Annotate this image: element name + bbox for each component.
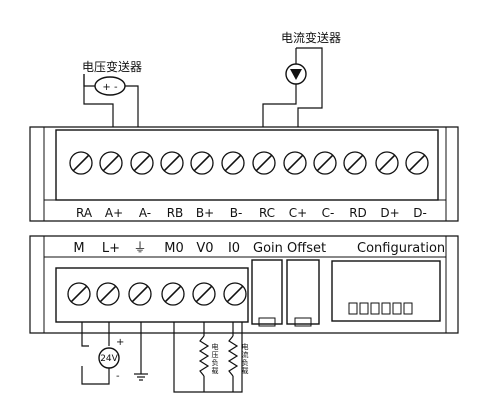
psu-wire-return	[81, 366, 110, 385]
upper-terminal-screw-10	[343, 151, 367, 175]
current-transmitter: 电流变送器	[262, 30, 341, 127]
offset-potentiometer[interactable]	[286, 259, 320, 327]
lower-terminal-screw-4	[161, 282, 185, 306]
upper-terminal-screw-7	[252, 151, 276, 175]
dip-switch-slot-6	[403, 302, 413, 315]
upper-terminal-screw-8	[283, 151, 307, 175]
lower-terminal-label-3: ⏚	[133, 241, 146, 256]
upper-terminal-label-5: B+	[196, 206, 214, 220]
offset-pot-housing	[286, 259, 320, 325]
current-load-resistor-icon	[227, 335, 239, 377]
voltage-wire-lead	[83, 74, 95, 87]
lower-terminal-screw-5	[192, 282, 216, 306]
lower-terminal-screw-3	[128, 282, 152, 306]
dip-switch-slot-2	[359, 302, 369, 315]
load-common-loop	[173, 322, 243, 393]
psu-24v-symbol	[98, 347, 120, 369]
current-source-arrow-icon	[290, 69, 302, 80]
lower-terminal-screw-2	[96, 282, 120, 306]
gain-pot-housing	[251, 259, 283, 325]
current-wire-output	[262, 84, 297, 127]
upper-terminal-label-8: C+	[289, 206, 307, 220]
load-label-1: 电压负载	[211, 342, 219, 375]
upper-terminal-screw-4	[160, 151, 184, 175]
lower-terminal-label-1: M	[73, 241, 84, 256]
lower-terminal-labels: M L+ ⏚ M0 V0 I0	[73, 241, 240, 256]
lower-terminal-label-5: V0	[196, 241, 213, 256]
voltage-source-symbol	[94, 76, 126, 96]
dip-switch-slot-1	[348, 302, 358, 315]
psu-wire-plus-top	[81, 322, 89, 347]
upper-terminal-screw-12	[405, 151, 429, 175]
voltage-transmitter-label: 电压变送器	[82, 59, 142, 74]
upper-terminal-screw-6	[221, 151, 245, 175]
psu-minus-sign: -	[116, 371, 120, 382]
upper-screw-row	[69, 151, 429, 175]
upper-terminal-label-9: C-	[322, 206, 335, 220]
gain-pot-knob	[258, 317, 276, 327]
lower-terminal-screw-6	[223, 282, 247, 306]
voltage-source-polarity: + -	[102, 82, 118, 93]
upper-terminal-label-12: D-	[413, 206, 427, 220]
bottom-wiring: 24V + - 电压负载 电流负载	[81, 322, 249, 393]
dip-switch-slots	[348, 302, 413, 315]
configuration-dip-switch[interactable]	[331, 260, 441, 322]
configuration-label: Configuration	[357, 241, 445, 256]
upper-terminal-label-3: A-	[139, 206, 151, 220]
dip-switch-slot-5	[392, 302, 402, 315]
lower-screw-row	[67, 282, 247, 306]
lower-terminal-label-6: I0	[228, 241, 240, 256]
lower-terminal-label-4: M0	[164, 241, 184, 256]
dip-switch-slot-3	[370, 302, 380, 315]
lower-terminal-screw-1	[67, 282, 91, 306]
upper-terminal-screw-11	[375, 151, 399, 175]
upper-terminal-screw-2	[99, 151, 123, 175]
upper-terminal-label-2: A+	[105, 206, 123, 220]
current-transmitter-label: 电流变送器	[281, 30, 341, 45]
upper-module: RA A+ A- RB B+ B- RC C+ C- RD D+ D-	[29, 126, 459, 222]
upper-terminal-label-6: B-	[230, 206, 243, 220]
psu-label: 24V	[100, 354, 118, 364]
ground-icon	[134, 373, 148, 381]
upper-terminal-label-10: RD	[349, 206, 367, 220]
voltage-transmitter: 电压变送器 + -	[82, 59, 142, 127]
gain-label: Goin	[253, 241, 283, 256]
upper-terminal-screw-9	[313, 151, 337, 175]
voltage-wire-minus	[125, 85, 139, 127]
upper-terminal-screw-3	[130, 151, 154, 175]
upper-terminal-label-7: RC	[259, 206, 275, 220]
offset-label: Offset	[287, 241, 326, 256]
lower-module: M L+ ⏚ M0 V0 I0 Goin Offset Configuration	[29, 235, 459, 334]
voltage-wire-plus	[83, 74, 114, 127]
upper-terminal-screw-1	[69, 151, 93, 175]
load-labels: 电压负载 电流负载	[211, 342, 249, 375]
current-wire-return	[296, 47, 323, 127]
upper-terminal-label-1: RA	[76, 206, 93, 220]
upper-terminal-label-4: RB	[167, 206, 184, 220]
voltage-load-resistor-icon	[198, 335, 210, 377]
load-label-2: 电流负载	[241, 342, 249, 375]
psu-plus-sign: +	[116, 337, 124, 348]
gain-potentiometer[interactable]	[251, 259, 283, 327]
dip-switch-housing	[331, 260, 441, 322]
lower-module-outer	[29, 235, 459, 334]
offset-pot-knob	[294, 317, 312, 327]
upper-terminal-labels: RA A+ A- RB B+ B- RC C+ C- RD D+ D-	[76, 206, 427, 220]
dip-switch-slot-4	[381, 302, 391, 315]
upper-terminal-label-11: D+	[380, 206, 399, 220]
upper-terminal-screw-5	[190, 151, 214, 175]
upper-module-outer	[29, 126, 459, 222]
lower-terminal-label-2: L+	[102, 241, 120, 256]
